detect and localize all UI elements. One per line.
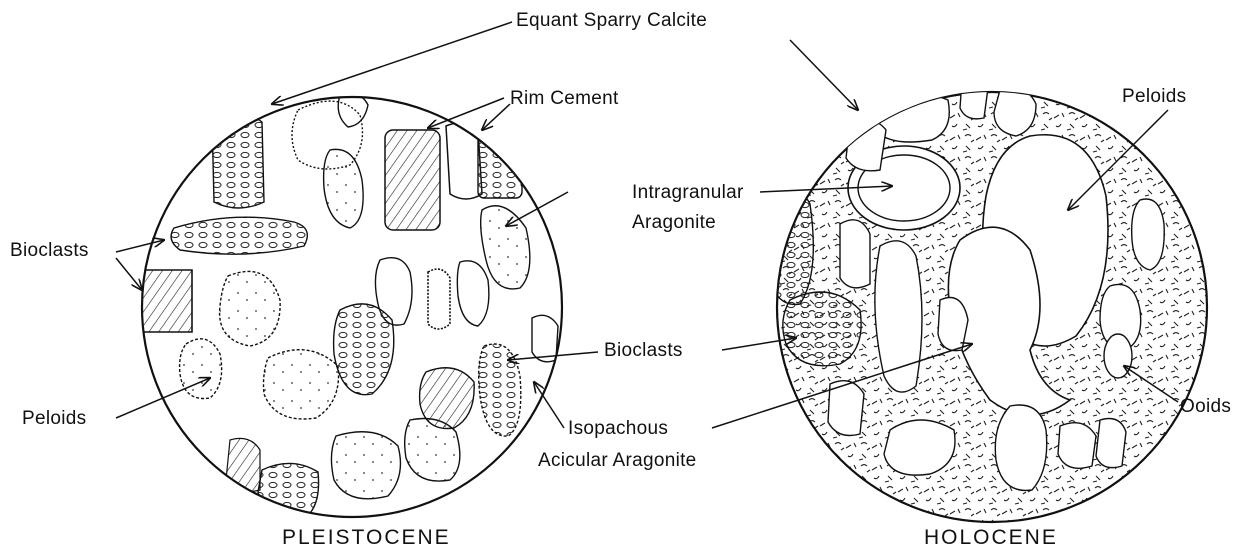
pleistocene-grains [140, 93, 558, 522]
label-acicular-aragonite: Acicular Aragonite [538, 450, 697, 472]
label-isopachous: Isopachous [568, 418, 668, 440]
label-bioclasts-pleistocene: Bioclasts [10, 240, 89, 262]
arrow-equant-sparry-right [790, 40, 858, 110]
pleistocene-thin-section [140, 93, 562, 522]
arrow-bioclasts-left-1 [116, 240, 164, 252]
label-ooids: Ooids [1180, 396, 1231, 418]
label-peloids-holocene: Peloids [1122, 86, 1186, 108]
arrow-bioclasts-center-left [508, 352, 598, 360]
label-aragonite: Aragonite [632, 212, 716, 234]
arrow-rim-cement-1 [428, 98, 504, 128]
title-pleistocene: PLEISTOCENE [282, 526, 451, 550]
arrow-equant-sparry-left [272, 22, 512, 104]
arrow-rim-cement-2 [482, 104, 510, 130]
label-equant-sparry-calcite: Equant Sparry Calcite [516, 10, 707, 32]
holocene-thin-section [764, 77, 1207, 522]
arrow-bioclasts-left-2 [116, 258, 142, 290]
label-bioclasts-center: Bioclasts [604, 340, 683, 362]
title-holocene: HOLOCENE [924, 526, 1058, 550]
label-intragranular: Intragranular [632, 182, 744, 204]
label-peloids-pleistocene: Peloids [22, 408, 86, 430]
label-rim-cement: Rim Cement [510, 88, 619, 110]
